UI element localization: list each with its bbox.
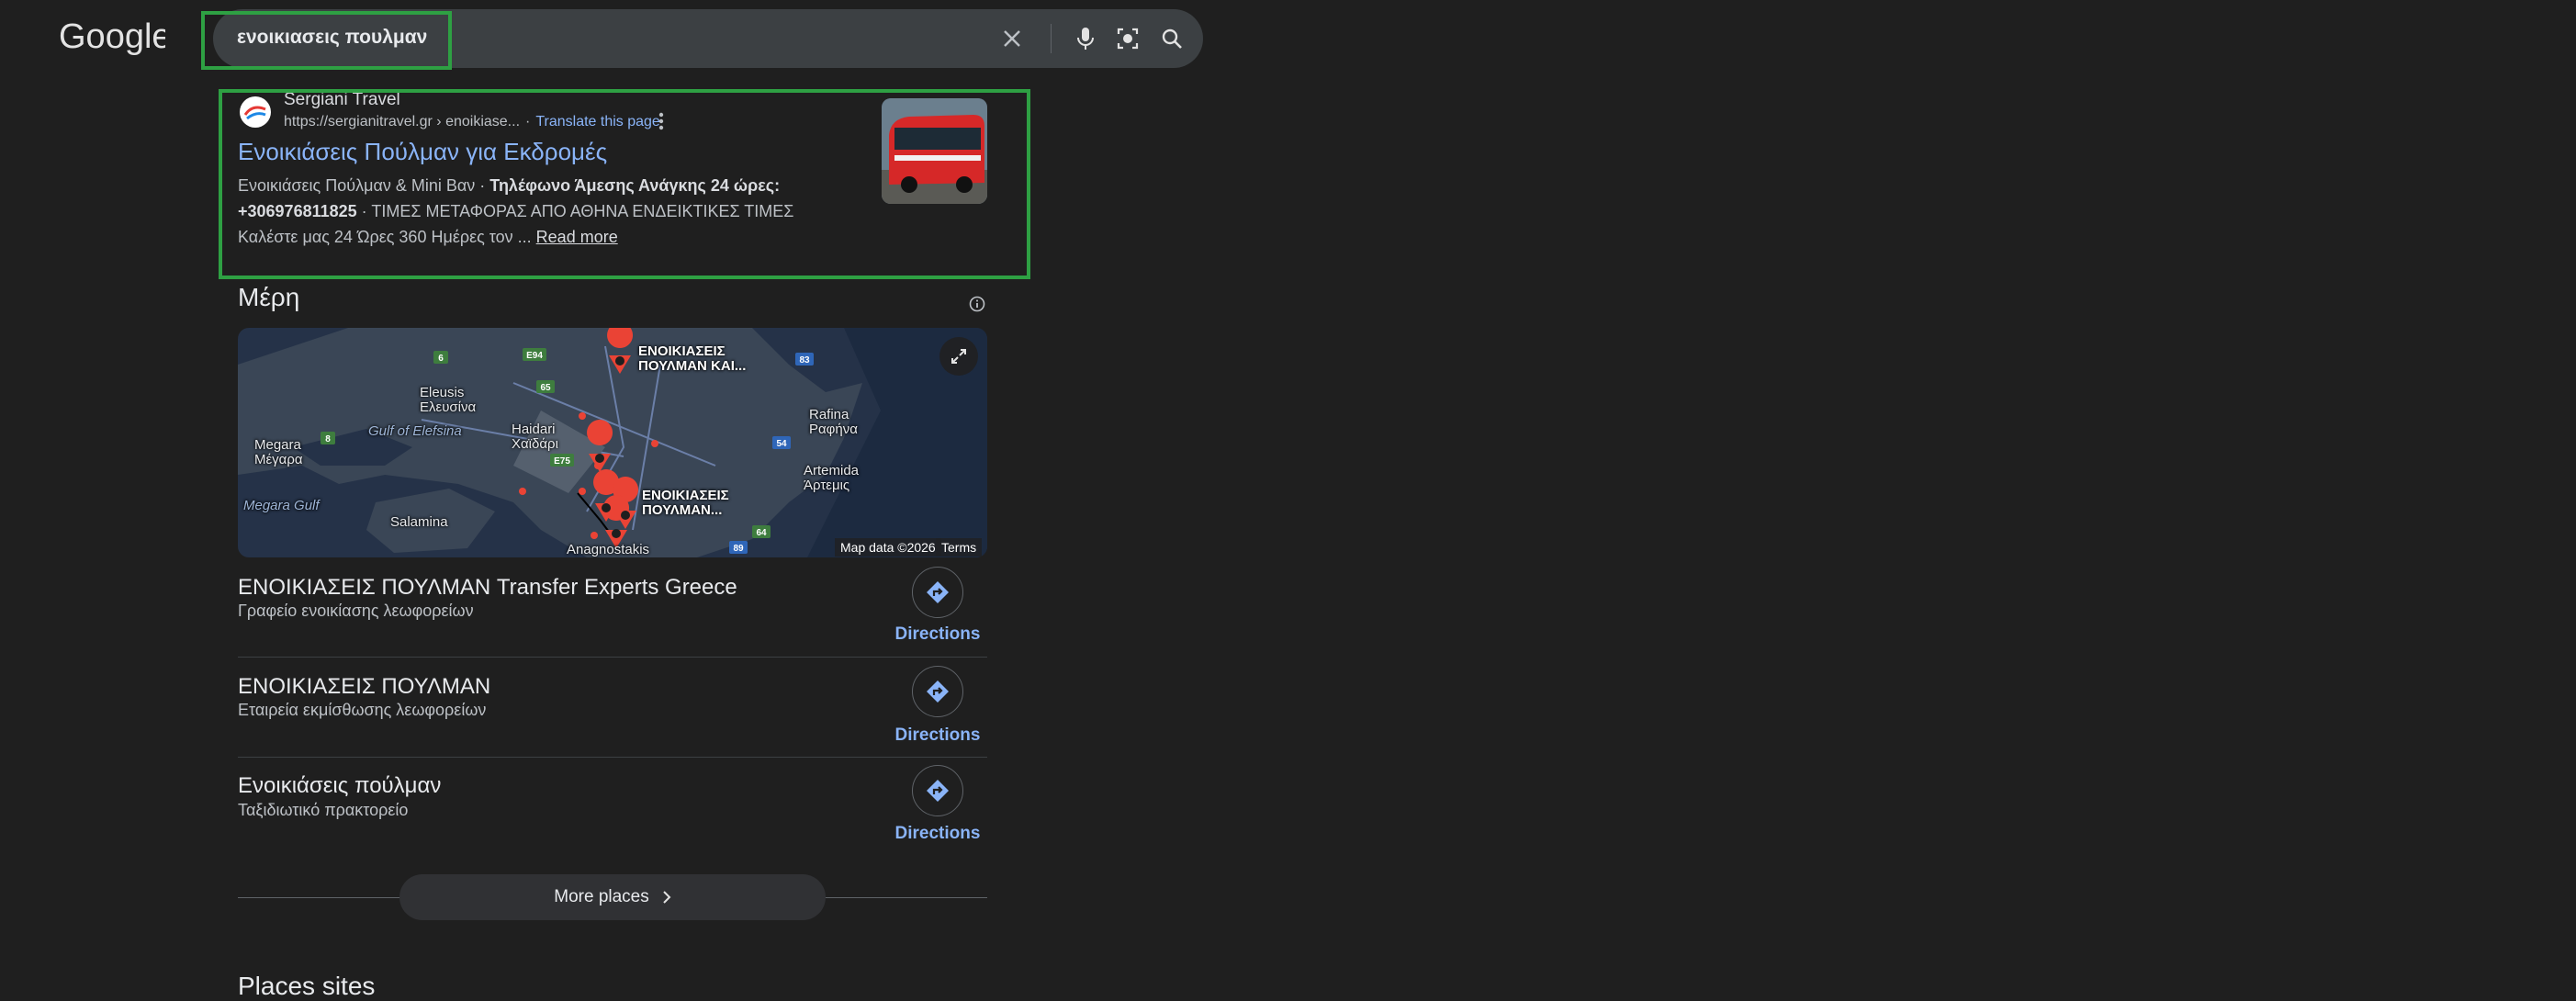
translate-link[interactable]: Translate this page xyxy=(535,114,660,129)
svg-text:Google: Google xyxy=(59,17,165,56)
result-thumbnail[interactable] xyxy=(882,98,987,204)
directions-icon xyxy=(927,581,949,603)
place-category-1: Γραφείο ενοικίασης λεωφορείων xyxy=(238,602,474,620)
map-pin-label-2[interactable]: ΕΝΟΙΚΙΑΣΕΙΣ ΠΟΥΛΜΑΝ... xyxy=(642,488,729,518)
directions-label-1[interactable]: Directions xyxy=(894,624,981,644)
map-label-salamina: Salamina xyxy=(390,514,448,530)
map-terms-link[interactable]: Terms xyxy=(936,538,983,557)
place-name-2[interactable]: ΕΝΟΙΚΙΑΣΕΙΣ ΠΟΥΛΜΑΝ xyxy=(238,674,491,699)
place-separator xyxy=(238,757,987,758)
chevron-right-icon xyxy=(663,891,671,904)
road-shield-6: 6 xyxy=(438,354,444,364)
result-site-name[interactable]: Sergiani Travel xyxy=(284,90,400,109)
map-pin-label-1[interactable]: ΕΝΟΙΚΙΑΣΕΙΣ ΠΟΥΛΜΑΝ ΚΑΙ... xyxy=(638,343,747,374)
places-sites-heading: Places sites xyxy=(238,972,376,1000)
camera-lens-icon[interactable] xyxy=(1111,22,1144,55)
more-options-icon[interactable] xyxy=(656,110,667,132)
road-shield-E75: E75 xyxy=(554,456,570,467)
map-label-anagnostakis: Anagnostakis xyxy=(567,542,650,557)
directions-button-3[interactable] xyxy=(912,765,963,816)
result-url-line: https://sergianitravel.gr › enoikiase...… xyxy=(284,114,660,129)
map-label-gulf-elefsina: Gulf of Elefsina xyxy=(368,423,462,439)
search-highlight-box xyxy=(201,11,452,70)
map-label-megara-gulf: Megara Gulf xyxy=(243,498,320,513)
map-label-eleusis: Eleusis Ελευσίνα xyxy=(420,385,477,415)
directions-icon xyxy=(927,780,949,802)
map-label-artemida: Artemida Άρτεμις xyxy=(804,463,860,493)
search-input[interactable]: ενοικιασεις πουλμαν xyxy=(237,27,428,48)
google-logo[interactable]: Google xyxy=(59,15,165,59)
road-shield-8: 8 xyxy=(325,434,331,444)
site-favicon[interactable] xyxy=(240,96,271,128)
clear-icon[interactable] xyxy=(996,22,1029,55)
road-shield-65: 65 xyxy=(540,383,551,393)
directions-button-1[interactable] xyxy=(912,567,963,618)
directions-label-3[interactable]: Directions xyxy=(894,824,981,843)
result-highlight-box xyxy=(219,89,1030,279)
search-icon[interactable] xyxy=(1155,22,1188,55)
map-attribution: Map data ©2026 xyxy=(835,538,941,557)
place-name-1[interactable]: ΕΝΟΙΚΙΑΣΕΙΣ ΠΟΥΛΜΑΝ Transfer Experts Gre… xyxy=(238,575,737,600)
road-shield-64: 64 xyxy=(756,528,767,538)
directions-icon xyxy=(927,680,949,703)
map-label-megara: Megara Μέγαρα xyxy=(254,437,303,467)
road-shield-54: 54 xyxy=(776,439,787,449)
directions-label-2[interactable]: Directions xyxy=(894,725,981,745)
read-more-link[interactable]: Read more xyxy=(535,228,618,246)
search-divider xyxy=(1051,24,1052,53)
result-url[interactable]: https://sergianitravel.gr › enoikiase... xyxy=(284,114,521,129)
info-icon[interactable] xyxy=(969,296,985,312)
road-shield-83: 83 xyxy=(799,355,810,366)
place-category-3: Ταξιδιωτικό πρακτορείο xyxy=(238,801,409,819)
map-expand-button[interactable] xyxy=(939,337,978,376)
places-heading: Μέρη xyxy=(238,283,300,311)
place-separator xyxy=(238,657,987,658)
road-shield-E94: E94 xyxy=(526,351,543,361)
road-shield-89: 89 xyxy=(733,544,744,554)
more-places-button[interactable]: More places xyxy=(399,874,826,920)
result-snippet: Ενοικιάσεις Πούλμαν & Mini Βαν · Τηλέφων… xyxy=(238,176,794,246)
place-category-2: Εταιρεία εκμίσθωσης λεωφορείων xyxy=(238,701,487,719)
search-bar[interactable]: ενοικιασεις πουλμαν xyxy=(213,9,1203,68)
directions-button-2[interactable] xyxy=(912,666,963,717)
microphone-icon[interactable] xyxy=(1069,22,1102,55)
place-name-3[interactable]: Ενοικιάσεις πούλμαν xyxy=(238,773,442,798)
map-label-haidari: Haidari Χαϊδάρι xyxy=(512,422,558,452)
result-title-link[interactable]: Ενοικιάσεις Πούλμαν για Εκδρομές xyxy=(238,138,608,165)
more-places-label: More places xyxy=(554,887,649,906)
map-label-rafina: Rafina Ραφήνα xyxy=(809,407,858,437)
